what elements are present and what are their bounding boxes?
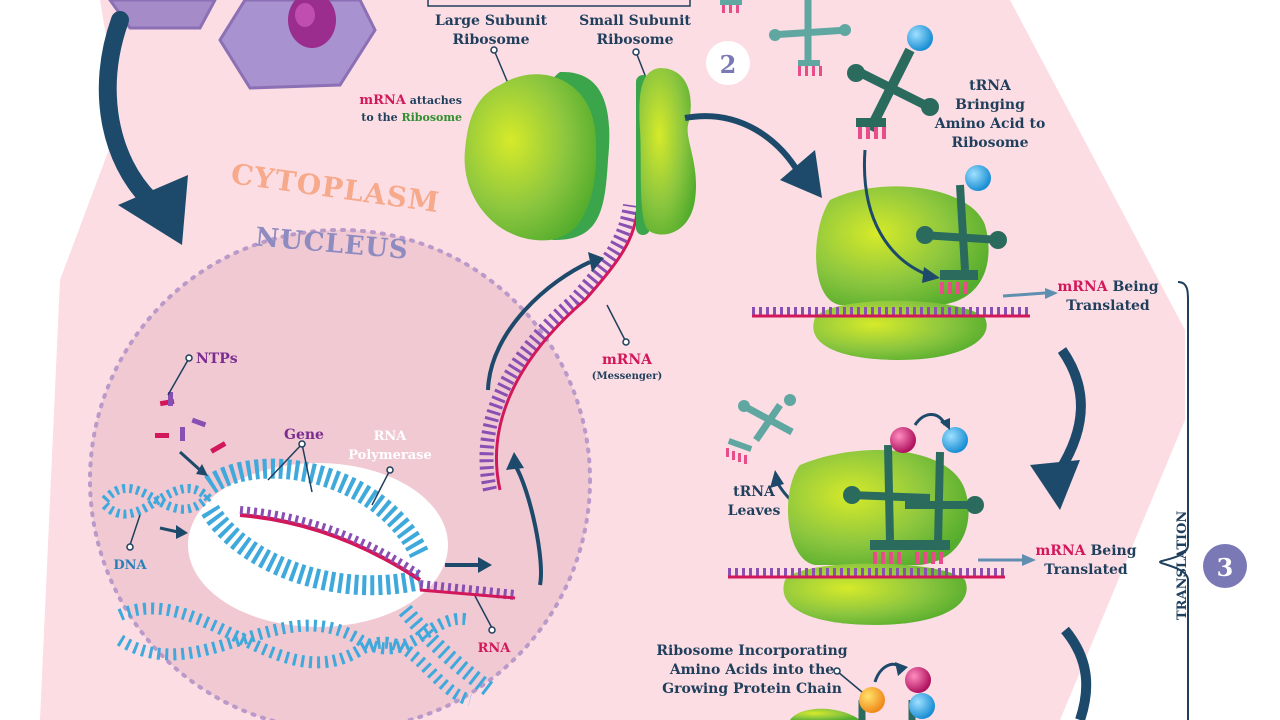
- step-2-badge: [706, 41, 750, 85]
- rna-polymerase-label-2: Polymerase: [348, 448, 431, 463]
- mrna-translated-1-label-1: mRNA Being: [1057, 279, 1158, 295]
- trna-bringing-label-2: Bringing: [955, 97, 1025, 113]
- translation-bracket: [1158, 281, 1189, 720]
- trna-leaves-label-1: tRNA: [733, 484, 776, 500]
- large-subunit-ribosome: [464, 71, 610, 241]
- to-translation-arrow: [684, 113, 803, 177]
- mrna-attaches-to-the: to the: [361, 111, 397, 124]
- large-subunit-label-1: Large Subunit: [435, 13, 548, 29]
- mrna-attaches-label-1: mRNA attaches: [359, 93, 462, 108]
- growing-protein-chain: [790, 662, 935, 720]
- small-subunit-label-1: Small Subunit: [579, 13, 691, 29]
- ribosome-incorporating-label-1: Ribosome Incorporating: [656, 643, 847, 659]
- trna-leaves-label-2: Leaves: [728, 503, 781, 519]
- trna-bringing-label-1: tRNA: [969, 78, 1012, 94]
- mrna-strand: [479, 203, 640, 586]
- cell-illustration: [108, 0, 377, 90]
- messenger-label: (Messenger): [592, 371, 662, 382]
- trna-floating-top: [720, 0, 851, 76]
- mrna-translated-1-mrna: mRNA: [1057, 279, 1108, 295]
- trna-bringing-amino-acid: [847, 25, 939, 139]
- step-2-number: 2: [720, 50, 737, 79]
- step-3-number: 3: [1217, 553, 1234, 582]
- dna-open-strands: [201, 458, 430, 596]
- mrna-translated-1-label-2: Translated: [1066, 298, 1150, 314]
- dna-arrow-head: [176, 525, 188, 539]
- trna-bringing-label-4: Ribosome: [951, 135, 1028, 151]
- arrow-head-2: [780, 150, 822, 198]
- small-subunit-ribosome: [636, 68, 697, 235]
- mrna-translated-1-being: Being: [1112, 279, 1158, 295]
- mrna-translated-2-label-1: mRNA Being: [1035, 543, 1136, 559]
- ntps-label: NTPs: [196, 351, 238, 367]
- mrna-translated-2-mrna: mRNA: [1035, 543, 1086, 559]
- dna-arrow: [159, 526, 179, 534]
- dna-label: DNA: [113, 558, 147, 573]
- cell-to-nucleus-arrow: [98, 11, 159, 209]
- ribosome-incorporating-label-3: Growing Protein Chain: [662, 681, 842, 697]
- rna-polymerase: [188, 463, 448, 627]
- mrna-label: mRNA: [602, 352, 653, 368]
- down-arrow-1-head: [1030, 460, 1080, 510]
- translating-ribosome-1: [752, 149, 1058, 360]
- dna-helix-left: [101, 483, 214, 519]
- step-3-badge: [1203, 544, 1247, 588]
- down-arrow-1: [1055, 347, 1086, 473]
- rna-polymerase-label-1: RNA: [374, 429, 408, 444]
- trna-bringing-label-3: Amino Acid to: [934, 116, 1046, 132]
- dna-helix-bottom: [116, 602, 495, 706]
- ribosome-incorporating-label-2: Amino Acids into the: [669, 662, 834, 678]
- translating-ribosome-2: [728, 413, 1036, 625]
- mrna-attaches-label-2: to the Ribosome: [361, 111, 462, 124]
- subunit-bracket: [427, 0, 691, 7]
- ntps-nucleotides: [155, 354, 227, 476]
- arrow-head: [118, 175, 188, 245]
- large-subunit-label-2: Ribosome: [452, 32, 529, 48]
- mrna-translated-2-being: Being: [1090, 543, 1136, 559]
- down-arrow-2: [1061, 626, 1092, 720]
- translation-label: TRANSLATION: [1175, 511, 1190, 620]
- mrna-translated-2-label-2: Translated: [1044, 562, 1128, 578]
- mrna-attaches-mrna: mRNA: [359, 93, 406, 108]
- small-subunit-label-2: Ribosome: [596, 32, 673, 48]
- mrna-attaches-ribosome: Ribosome: [401, 111, 462, 124]
- rna-strand: [419, 557, 516, 600]
- rna-label: RNA: [478, 641, 512, 656]
- mrna-attaches-word: attaches: [410, 94, 462, 107]
- gene-label: Gene: [284, 427, 324, 443]
